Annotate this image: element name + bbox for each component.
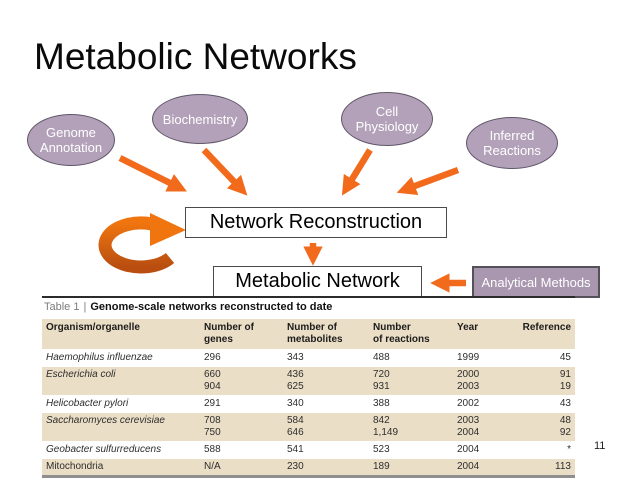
node-inferred-reactions: Inferred Reactions [466, 117, 558, 169]
reactions-cell: 388 [373, 398, 390, 409]
network-reconstruction-label: Network Reconstruction [209, 211, 423, 233]
year-cell: 2002 [457, 398, 480, 409]
reference-cell: * [567, 444, 571, 455]
table-header-row: Organism/organelle Number of genes Numbe… [42, 318, 575, 350]
metabolites-cell: 343 [287, 352, 304, 363]
node-biochemistry-label: Biochemistry [162, 111, 238, 127]
col-year: Year [453, 318, 515, 350]
genes-cell: 708 750 [200, 412, 283, 442]
year-cell: 1999 [457, 352, 480, 363]
cycle-arrow-icon [98, 213, 186, 274]
node-genome-annotation-label: Genome Annotation [39, 125, 103, 155]
reactions-cell: 189 [369, 458, 453, 477]
year-cell: 2004 [457, 444, 480, 455]
genes-cell: 296 [204, 352, 221, 363]
table-heading: Genome-scale networks reconstructed to d… [90, 301, 333, 313]
organism-cell: Mitochondria [42, 458, 200, 477]
col-metabolites: Number of metabolites [283, 318, 369, 350]
metabolites-cell: 230 [283, 458, 369, 477]
col-genes: Number of genes [200, 318, 283, 350]
organism-cell: Geobacter sulfurreducens [46, 444, 162, 455]
reference-cell: 45 [559, 352, 571, 363]
col-reactions: Number of reactions [369, 318, 453, 350]
node-biochemistry: Biochemistry [152, 94, 248, 144]
table-row: Escherichia coli 660 904 436 625 720 931… [42, 366, 575, 396]
metabolites-cell: 541 [287, 444, 304, 455]
table-title-separator: | [83, 301, 87, 313]
node-inferred-reactions-label: Inferred Reactions [483, 128, 541, 158]
reference-cell: 48 92 [515, 412, 575, 442]
arrow-genome-to-reconstruction-icon [118, 155, 187, 192]
reactions-cell: 488 [373, 352, 390, 363]
table-title: Table 1|Genome-scale networks reconstruc… [42, 296, 575, 318]
year-cell: 2000 2003 [453, 366, 515, 396]
arrow-inferredreactions-to-reconstruction-icon [396, 166, 460, 196]
node-cell-physiology: Cell Physiology [341, 92, 433, 146]
organism-cell: Escherichia coli [42, 366, 200, 396]
genes-cell: 660 904 [200, 366, 283, 396]
page-number: 11 [594, 440, 606, 452]
col-organism: Organism/organelle [42, 318, 200, 350]
node-genome-annotation: Genome Annotation [27, 114, 115, 166]
reference-cell: 43 [559, 398, 571, 409]
table: Organism/organelle Number of genes Numbe… [42, 318, 575, 478]
analytical-methods-label: Analytical Methods [481, 274, 591, 290]
table-row: Helicobacter pylori 291 340 388 2002 43 [42, 395, 575, 413]
table-row: Saccharomyces cerevisiae 708 750 584 646… [42, 412, 575, 442]
organism-cell: Haemophilus influenzae [46, 352, 153, 363]
genes-cell: N/A [200, 458, 283, 477]
genome-scale-networks-table: Table 1|Genome-scale networks reconstruc… [42, 296, 575, 478]
genes-cell: 588 [204, 444, 221, 455]
table-row: Geobacter sulfurreducens 588 541 523 200… [42, 441, 575, 459]
reactions-cell: 523 [373, 444, 390, 455]
reference-cell: 91 19 [515, 366, 575, 396]
metabolites-cell: 584 646 [283, 412, 369, 442]
organism-cell: Saccharomyces cerevisiae [42, 412, 200, 442]
genes-cell: 291 [204, 398, 221, 409]
node-cell-physiology-label: Cell Physiology [355, 104, 419, 134]
metabolic-network-box: Metabolic Network [213, 266, 422, 297]
col-reference: Reference [515, 318, 575, 350]
table-label: Table 1 [44, 301, 80, 313]
metabolites-cell: 436 625 [283, 366, 369, 396]
analytical-methods-box: Analytical Methods [472, 266, 600, 298]
organism-cell: Helicobacter pylori [46, 398, 129, 409]
year-cell: 2004 [453, 458, 515, 477]
network-reconstruction-box: Network Reconstruction [185, 207, 447, 238]
arrow-cellphysiology-to-reconstruction-icon [341, 148, 373, 196]
table-row: Haemophilus influenzae 296 343 488 1999 … [42, 349, 575, 367]
table-row: Mitochondria N/A 230 189 2004 113 [42, 458, 575, 477]
year-cell: 2003 2004 [453, 412, 515, 442]
reactions-cell: 842 1,149 [369, 412, 453, 442]
reference-cell: 113 [515, 458, 575, 477]
metabolites-cell: 340 [287, 398, 304, 409]
reactions-cell: 720 931 [369, 366, 453, 396]
arrow-biochemistry-to-reconstruction-icon [201, 147, 248, 196]
page-title: Metabolic Networks [34, 36, 357, 77]
metabolic-network-label: Metabolic Network [235, 270, 400, 292]
